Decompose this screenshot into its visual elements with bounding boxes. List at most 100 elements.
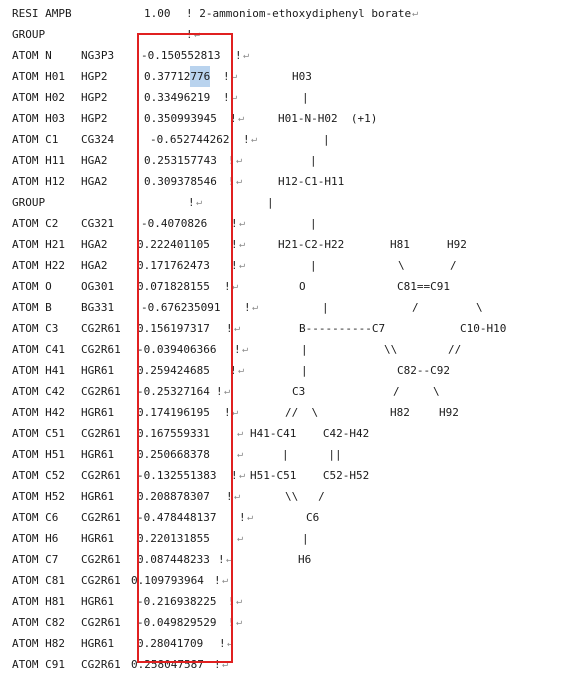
- paragraph-mark: ↵: [231, 71, 238, 82]
- structure-diagram-fragment: |: [267, 196, 274, 209]
- partial-charge: -0.4070826: [141, 217, 208, 230]
- comment-marker: !: [219, 637, 226, 650]
- paragraph-mark: ↵: [247, 512, 254, 523]
- atom-type: HGA2: [81, 238, 108, 251]
- atom-type: HGP2: [81, 70, 108, 83]
- atom-type: HGP2: [81, 112, 108, 125]
- structure-diagram-fragment: |: [302, 91, 309, 104]
- atom-type: CG2R61: [81, 574, 121, 587]
- structure-diagram-fragment: H92: [447, 238, 467, 251]
- structure-diagram-fragment: | ||: [282, 448, 342, 461]
- atom-type: HGP2: [81, 91, 108, 104]
- structure-diagram-fragment: \\: [384, 343, 398, 356]
- comment-marker: !: [214, 658, 221, 671]
- atom-type: CG2R61: [81, 469, 121, 482]
- structure-diagram-fragment: |: [310, 154, 317, 167]
- paragraph-mark: ↵: [226, 554, 233, 565]
- atom-type: OG301: [81, 280, 115, 293]
- paragraph-mark: ↵: [236, 617, 243, 628]
- atom-type: HGR61: [81, 637, 115, 650]
- structure-diagram-fragment: |: [301, 364, 308, 377]
- paragraph-mark: ↵: [238, 365, 245, 376]
- atom-type: CG2R61: [81, 343, 121, 356]
- structure-diagram-fragment: O: [299, 280, 306, 293]
- partial-charge: -0.039406366: [137, 343, 217, 356]
- structure-diagram-fragment: \: [433, 385, 440, 398]
- structure-diagram-fragment: H81: [390, 238, 410, 251]
- paragraph-mark: ↵: [236, 596, 243, 607]
- atom-type: CG321: [81, 217, 115, 230]
- partial-charge: 0.071828155: [137, 280, 210, 293]
- paragraph-mark: ↵: [243, 50, 250, 61]
- record-keyword: ATOM H22: [12, 259, 65, 272]
- record-keyword: ATOM C3: [12, 322, 59, 335]
- partial-charge: 0.156197317: [137, 322, 210, 335]
- structure-diagram-fragment: H92: [439, 406, 459, 419]
- partial-charge: 0.253157743: [144, 154, 217, 167]
- comment-marker: !: [229, 532, 236, 545]
- structure-diagram-fragment: H51-C51 C52-H52: [250, 469, 370, 482]
- structure-diagram-fragment: \: [476, 301, 483, 314]
- paragraph-mark: ↵: [234, 491, 241, 502]
- structure-diagram-fragment: H01-N-H02 (+1): [278, 112, 378, 125]
- structure-diagram-fragment: H21-C2-H22: [278, 238, 345, 251]
- structure-diagram-fragment: H03: [292, 70, 312, 83]
- paragraph-mark: ↵: [238, 113, 245, 124]
- partial-charge: -0.676235091: [141, 301, 221, 314]
- paragraph-mark: ↵: [224, 386, 231, 397]
- paragraph-mark: ↵: [222, 575, 229, 586]
- comment-marker: !: [231, 259, 238, 272]
- comment-marker: !: [214, 574, 221, 587]
- comment-marker: !: [235, 49, 242, 62]
- partial-charge: -0.049829529: [137, 616, 217, 629]
- comment-marker: !: [223, 70, 230, 83]
- record-keyword: ATOM B: [12, 301, 52, 314]
- atom-type: HGR61: [81, 448, 115, 461]
- structure-diagram-fragment: H82: [390, 406, 410, 419]
- structure-diagram-fragment: |: [301, 343, 308, 356]
- comment-marker: !: [228, 595, 235, 608]
- record-keyword: ATOM H51: [12, 448, 65, 461]
- comment-marker: !: [231, 217, 238, 230]
- paragraph-mark: ↵: [236, 155, 243, 166]
- record-keyword: ATOM H03: [12, 112, 65, 125]
- atom-type: CG2R61: [81, 322, 121, 335]
- paragraph-mark: ↵: [239, 260, 246, 271]
- structure-diagram-fragment: C10-H10: [460, 322, 507, 335]
- text-line: GROUP!↵: [0, 24, 587, 45]
- atom-type: CG2R61: [81, 427, 121, 440]
- comment-marker: ! 2-ammoniom-ethoxydiphenyl borate: [186, 7, 412, 20]
- comment-marker: !: [244, 301, 251, 314]
- partial-charge: 0.220131855: [137, 532, 210, 545]
- structure-diagram-fragment: /: [412, 301, 419, 314]
- comment-marker: !: [228, 175, 235, 188]
- structure-diagram-fragment: /: [393, 385, 400, 398]
- structure-diagram-fragment: /: [450, 259, 457, 272]
- record-keyword: ATOM H82: [12, 637, 65, 650]
- comment-marker: !: [230, 364, 237, 377]
- record-keyword: ATOM C81: [12, 574, 65, 587]
- structure-diagram-fragment: C3: [292, 385, 306, 398]
- paragraph-mark: ↵: [252, 302, 259, 313]
- structure-diagram-fragment: B----------C7: [299, 322, 386, 335]
- partial-charge: 0.171762473: [137, 259, 210, 272]
- paragraph-mark: ↵: [237, 533, 244, 544]
- record-keyword: ATOM H81: [12, 595, 65, 608]
- paragraph-mark: ↵: [251, 134, 258, 145]
- partial-charge: 0.208878307: [137, 490, 210, 503]
- record-keyword: ATOM H12: [12, 175, 65, 188]
